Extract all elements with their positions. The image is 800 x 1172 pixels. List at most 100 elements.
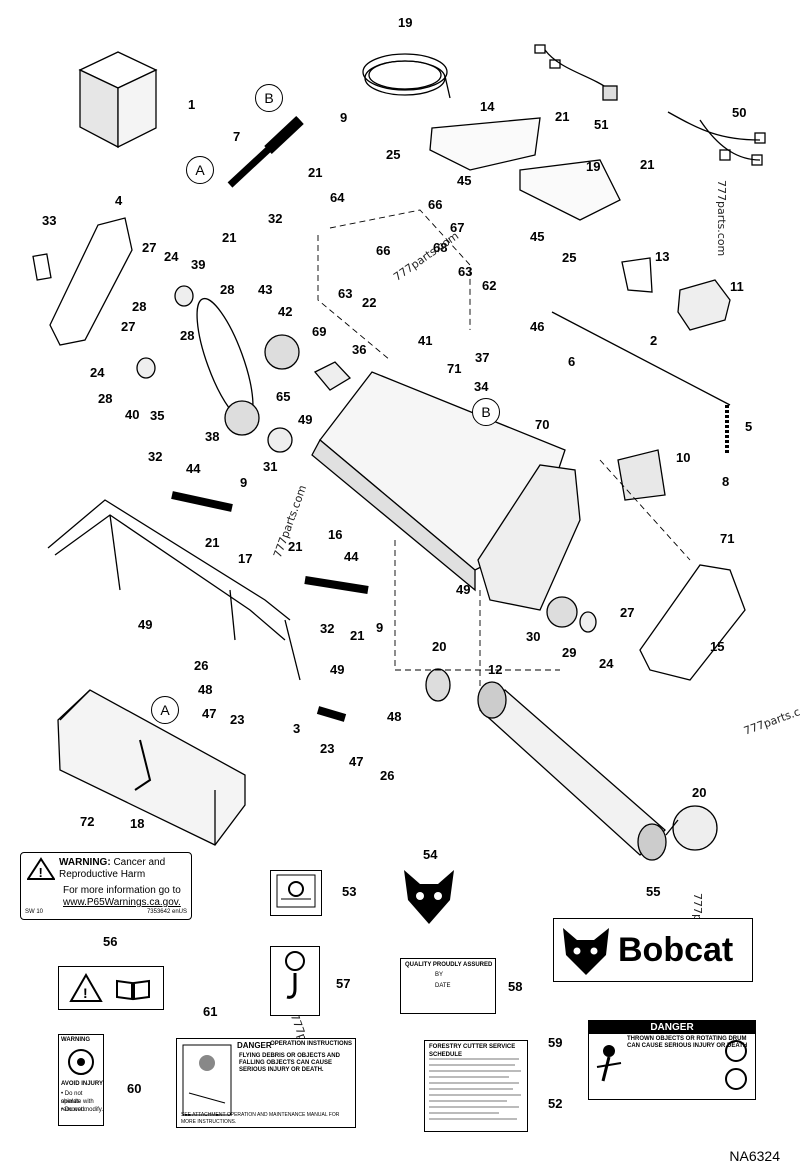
detail-marker-a: A (186, 156, 214, 184)
callout: 10 (676, 450, 691, 465)
callout: 44 (186, 461, 201, 476)
callout: 63 (338, 286, 353, 301)
part-hose-coil (362, 53, 451, 99)
callout: 20 (432, 639, 447, 654)
part-cylinder-7 (227, 115, 304, 188)
danger-small-line2: FALLING OBJECTS CAN CAUSE (239, 1060, 333, 1066)
brand-decal: Bobcat (553, 918, 753, 982)
callout: 24 (599, 656, 614, 671)
prop65-code-right: 7353642 enUS (146, 909, 187, 916)
quality-title: QUALITY PROUDLY ASSURED (405, 962, 493, 968)
callout: 56 (103, 934, 118, 949)
danger-decal-61: DANGER OPERATION INSTRUCTIONS FLYING DEB… (176, 1038, 356, 1128)
callout: 51 (594, 117, 609, 132)
callout: 71 (720, 531, 735, 546)
part-harness-51 (534, 44, 618, 101)
callout: 40 (125, 407, 140, 422)
callout: 61 (203, 1004, 218, 1019)
callout: 16 (328, 527, 343, 542)
danger-large-line1: THROWN OBJECTS OR ROTATING DRUM (627, 1036, 747, 1042)
watermark: 777parts.com (715, 180, 728, 257)
callout: 48 (198, 682, 213, 697)
callout: 64 (330, 190, 345, 205)
prop65-code-left: SW 10 (25, 909, 44, 916)
callout: 52 (548, 1096, 563, 1111)
callout: 21 (350, 628, 365, 643)
callout: 70 (535, 417, 550, 432)
warning-bullet2: • Do not modify. (61, 1107, 104, 1113)
callout: 50 (732, 105, 747, 120)
part-cylinder-44b (304, 576, 369, 594)
svg-text:!: ! (83, 985, 88, 1001)
callout: 62 (482, 278, 497, 293)
part-flange-36 (313, 361, 352, 391)
service-schedule-decal: FORESTRY CUTTER SERVICE SCHEDULE (424, 1040, 528, 1132)
callout: 1 (188, 97, 196, 112)
service-text-lines (429, 1058, 521, 1120)
callout: 25 (562, 250, 577, 265)
part-rod-2 (551, 311, 731, 406)
callout: 55 (646, 884, 661, 899)
callout: 26 (194, 658, 209, 673)
lift-hook-icon (285, 951, 305, 999)
callout: 12 (488, 662, 503, 677)
prop65-url: www.P65Warnings.ca.gov. (63, 897, 181, 908)
callout: 19 (398, 15, 413, 30)
warning-bullet1: • Do not operate with (61, 1091, 94, 1105)
callout: 28 (98, 391, 113, 406)
danger-small-line3: SERIOUS INJURY OR DEATH. (239, 1067, 324, 1073)
callout: 57 (336, 976, 351, 991)
quality-decal: QUALITY PROUDLY ASSURED BY DATE (400, 958, 496, 1014)
callout: 66 (376, 243, 391, 258)
danger-small-heading: DANGER (237, 1041, 272, 1050)
callout: 21 (222, 230, 237, 245)
thrown-objects-hazard-icon (596, 1045, 622, 1082)
callout: 49 (330, 662, 345, 677)
callout: 21 (205, 535, 220, 550)
callout: 2 (650, 333, 658, 348)
callout: 9 (340, 110, 348, 125)
part-guard-18 (57, 689, 246, 846)
part-side-panel-15 (639, 564, 746, 681)
callout: 49 (298, 412, 313, 427)
callout: 23 (230, 712, 245, 727)
warning-caption: AVOID INJURY (61, 1081, 104, 1087)
quality-date: DATE (435, 983, 451, 989)
callout: 65 (276, 389, 291, 404)
brand-name: Bobcat (618, 931, 734, 969)
callout: 23 (320, 741, 335, 756)
prop65-decal: ! WARNING: Cancer and Reproductive Harm … (20, 852, 192, 920)
part-idler-39 (174, 285, 194, 307)
service-title: FORESTRY CUTTER SERVICE SCHEDULE (429, 1044, 516, 1058)
callout: 25 (386, 147, 401, 162)
callout: 4 (115, 193, 123, 208)
callout: 32 (320, 621, 335, 636)
part-pad-10 (617, 449, 666, 501)
detail-marker-a: A (151, 696, 179, 724)
part-cylinder-44a (171, 491, 233, 512)
callout: 35 (150, 408, 165, 423)
lift-point-icon (276, 874, 316, 908)
callout: 32 (148, 449, 163, 464)
callout: 44 (344, 549, 359, 564)
callout: 5 (745, 419, 753, 434)
part-pulley-38 (224, 400, 260, 436)
callout: 38 (205, 429, 220, 444)
callout: 14 (480, 99, 495, 114)
detail-marker-b: B (255, 84, 283, 112)
part-bearing-31 (267, 427, 293, 453)
callout: 13 (655, 249, 670, 264)
callout: 24 (164, 249, 179, 264)
detail-marker-b: B (472, 398, 500, 426)
callout: 54 (423, 847, 438, 862)
drawing-reference: NA6324 (729, 1148, 780, 1164)
callout: 59 (548, 1035, 563, 1050)
part-harness-50 (667, 111, 766, 166)
falling-objects-hazard-icon (182, 1044, 232, 1116)
callout: 71 (447, 361, 462, 376)
callout: 28 (180, 328, 195, 343)
callout: 22 (362, 295, 377, 310)
warning-decal: WARNING AVOID INJURY • Do not operate wi… (58, 1034, 104, 1126)
warning-bullet1b: shields removed. (61, 1099, 87, 1113)
